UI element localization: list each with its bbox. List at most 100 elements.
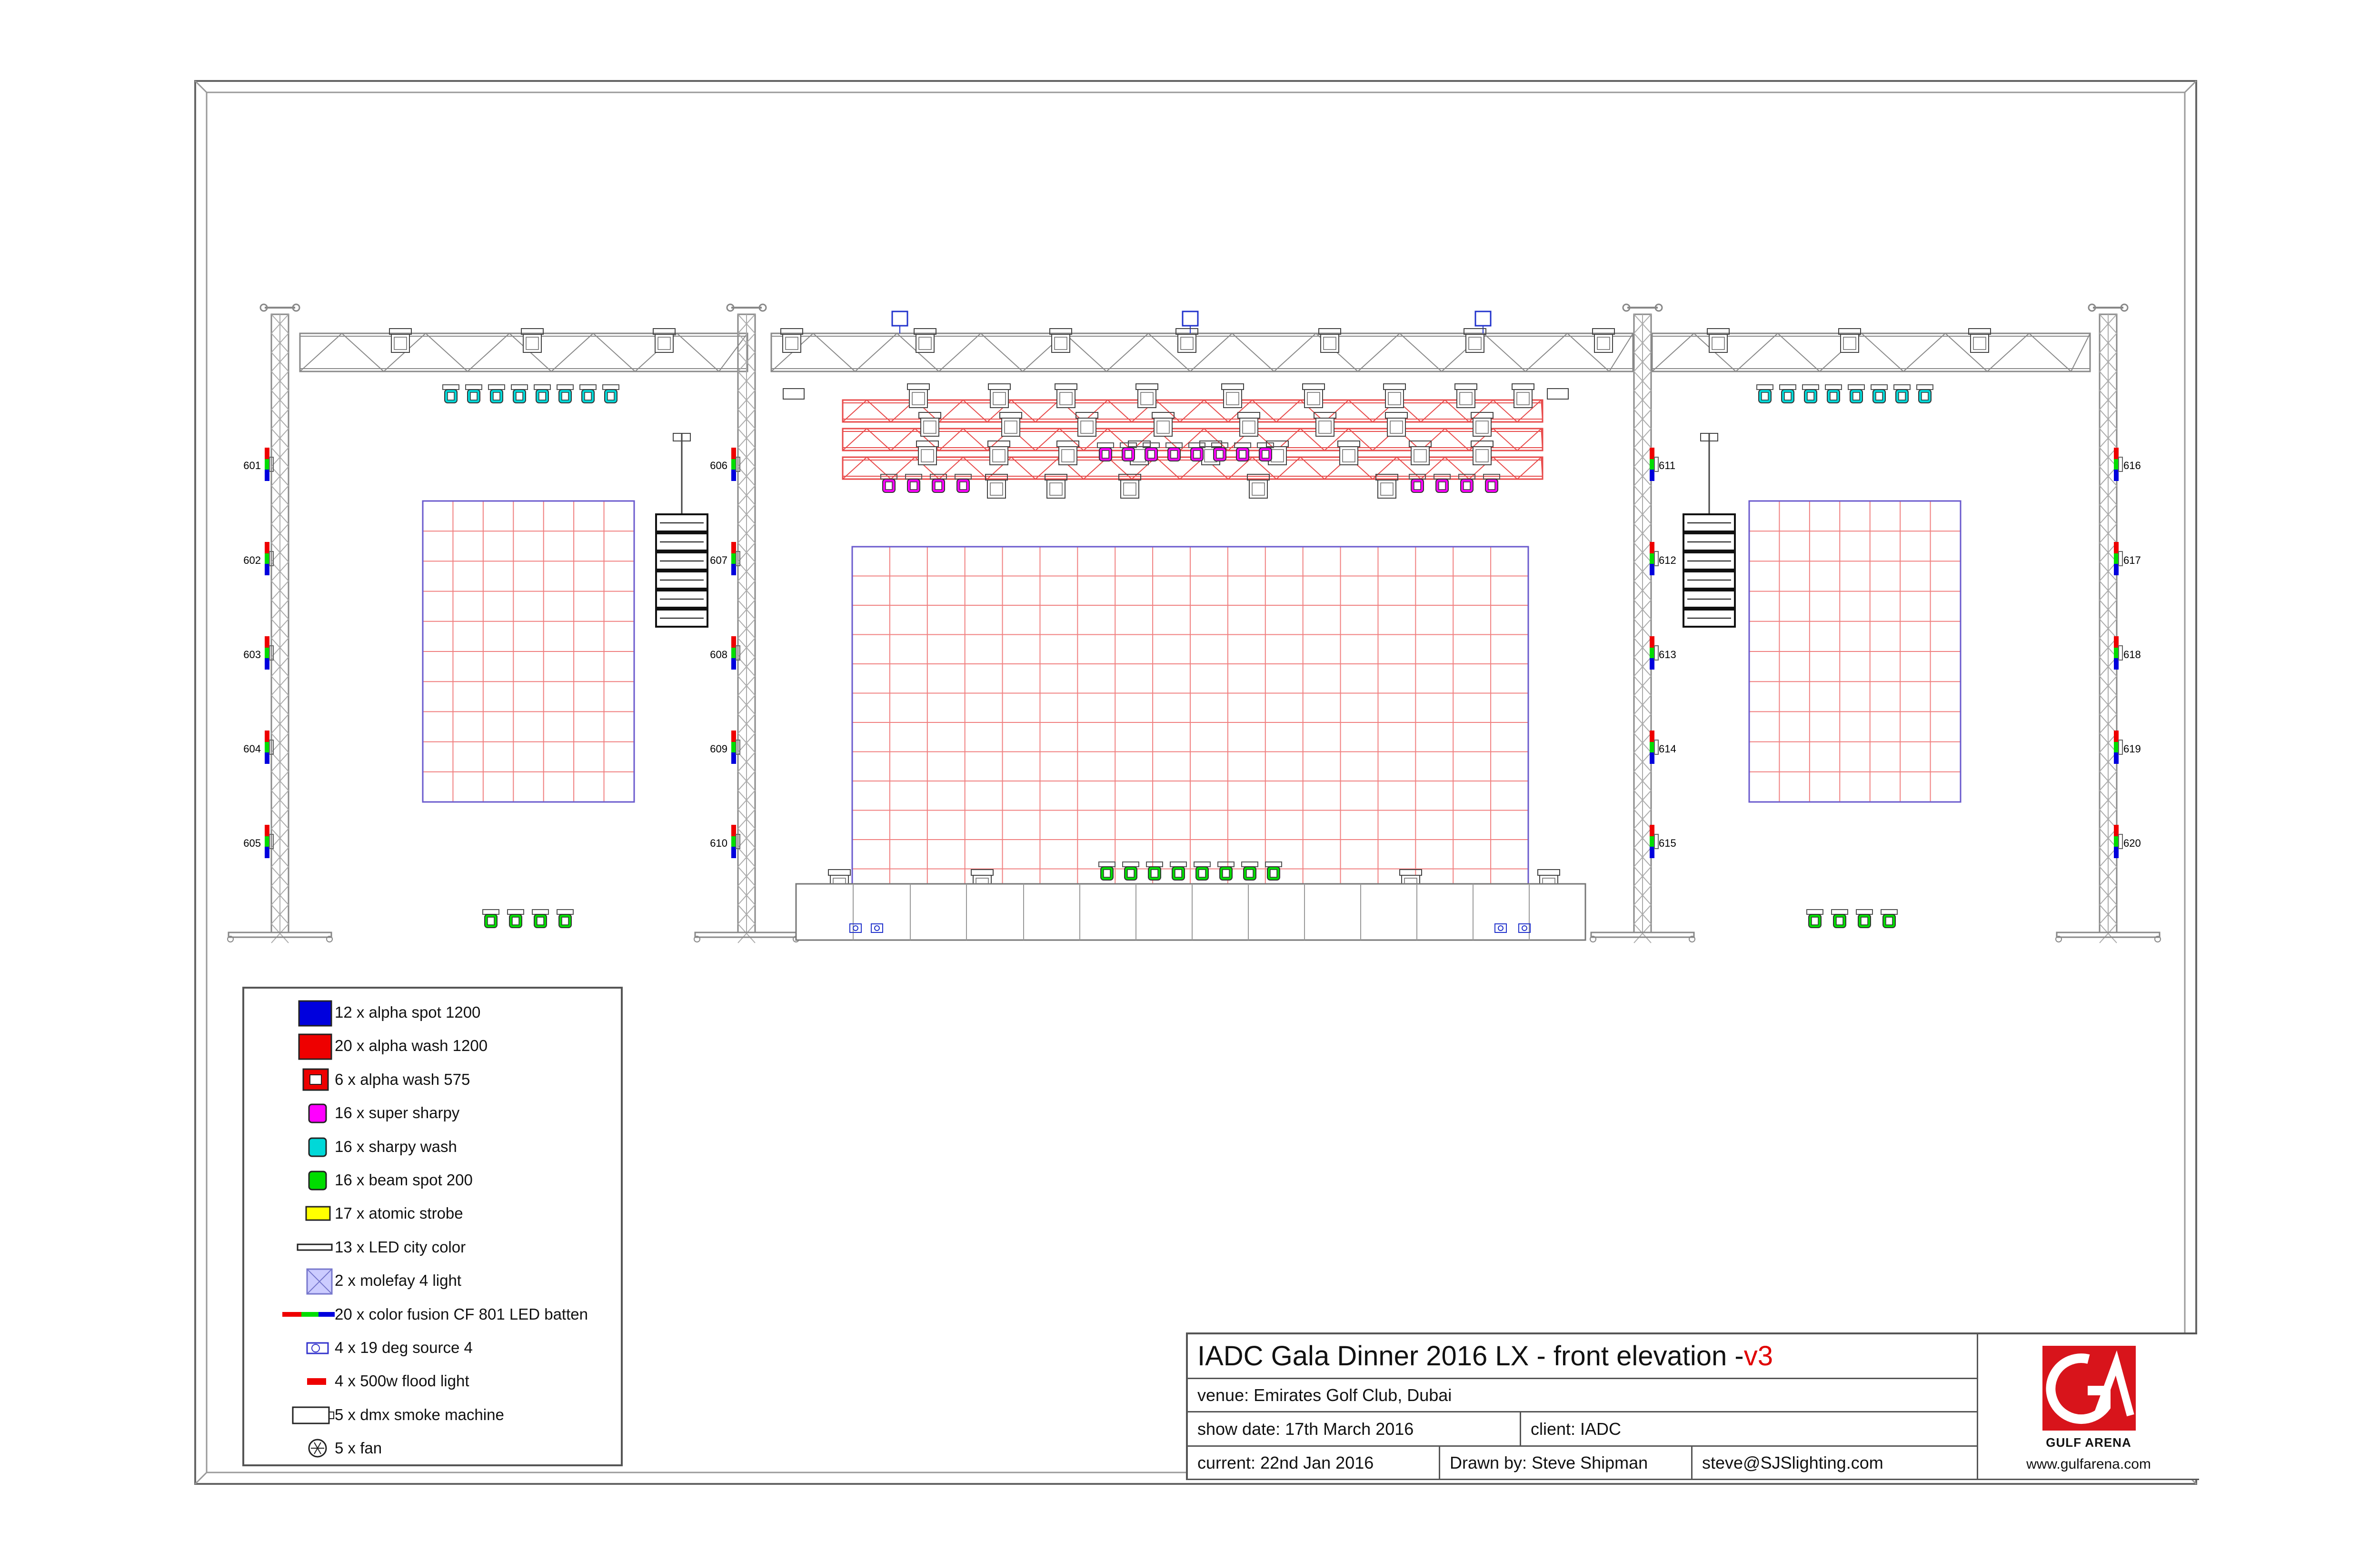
legend-item: 13 x LED city color	[244, 1232, 621, 1262]
legend-label: 5 x fan	[335, 1439, 382, 1457]
vertical-truss	[227, 303, 333, 943]
legend-item: 20 x color fusion CF 801 LED batten	[244, 1299, 621, 1330]
beam-spot	[1241, 861, 1258, 881]
legend-label: 20 x color fusion CF 801 LED batten	[335, 1305, 588, 1323]
legend-item: 16 x sharpy wash	[244, 1131, 621, 1162]
gulf-arena-logo	[2042, 1346, 2136, 1431]
super-sharpy	[1409, 474, 1426, 493]
led-batten-icon	[282, 1312, 335, 1317]
truss-position-label: 602	[243, 554, 261, 566]
alpha-spot	[1471, 441, 1494, 465]
legend-item: 16 x beam spot 200	[244, 1165, 621, 1195]
alpha-wash-1200	[999, 412, 1022, 437]
flown-truss-1	[842, 399, 1544, 423]
smoke-machine-icon	[292, 1406, 334, 1424]
legend-item: 6 x alpha wash 575	[244, 1064, 621, 1095]
beam-spot	[1122, 861, 1139, 881]
legend-label: 5 x dmx smoke machine	[335, 1405, 504, 1423]
legend-symbol	[282, 1433, 335, 1463]
legend-symbol	[282, 1332, 335, 1363]
current-date-text: current: 22nd Jan 2016	[1197, 1452, 1374, 1472]
truss-position-label: 611	[1659, 460, 1675, 471]
super-sharpy	[1434, 474, 1451, 493]
alpha-wash-1200	[918, 412, 941, 437]
super-sharpy-icon	[308, 1103, 327, 1123]
alpha-wash-1200	[1385, 412, 1408, 437]
atomic-strobe	[1547, 388, 1569, 400]
led-city-color	[1464, 328, 1486, 353]
side-screen-right	[1748, 500, 1962, 803]
horizontal-truss	[770, 332, 1634, 372]
legend-label: 12 x alpha spot 1200	[335, 1003, 481, 1021]
atomic-strobe-icon	[305, 1206, 331, 1221]
legend-item: 5 x dmx smoke machine	[244, 1400, 621, 1430]
truss-position-label: 615	[1659, 837, 1676, 849]
alpha-wash-575	[985, 474, 1008, 499]
show-date-cell: show date: 17th March 2016	[1188, 1412, 1521, 1447]
super-sharpy	[1165, 442, 1183, 461]
rigging-point	[891, 310, 908, 333]
venue-text: venue: Emirates Golf Club, Dubai	[1197, 1385, 1452, 1405]
super-sharpy	[1483, 474, 1500, 493]
current-date-cell: current: 22nd Jan 2016	[1188, 1447, 1440, 1480]
legend-symbol	[282, 1299, 335, 1330]
venue-cell: venue: Emirates Golf Club, Dubai	[1188, 1379, 1978, 1412]
legend-symbol	[282, 1232, 335, 1262]
super-sharpy	[1143, 442, 1160, 461]
sharpy-wash	[1825, 384, 1842, 403]
super-sharpy	[1234, 442, 1251, 461]
email-cell: steve@SJSlighting.com	[1693, 1447, 1978, 1480]
alpha-wash-1200	[1055, 383, 1077, 408]
legend-symbol	[282, 1064, 335, 1095]
truss-position-label: 617	[2123, 554, 2141, 566]
speaker-array	[655, 433, 708, 628]
legend-item: 2 x molefay 4 light	[244, 1265, 621, 1296]
source-four	[1494, 923, 1507, 933]
alpha-wash-1200	[1383, 383, 1406, 408]
led-batten	[2114, 731, 2123, 764]
alpha-spot	[1056, 441, 1079, 465]
alpha-wash-575	[1247, 474, 1270, 499]
super-sharpy	[1120, 442, 1137, 461]
led-batten	[2114, 825, 2123, 858]
alpha-spot	[1409, 441, 1432, 465]
truss-position-label: 613	[1659, 649, 1676, 661]
led-city-color	[1592, 328, 1615, 353]
truss-position-label: 608	[710, 649, 727, 661]
alpha-wash-1200	[907, 383, 930, 408]
led-batten	[2114, 542, 2123, 575]
truss-position-label: 604	[243, 743, 261, 755]
sharpy-wash	[488, 384, 505, 403]
sharpy-wash	[1893, 384, 1911, 403]
legend-symbol	[282, 1131, 335, 1162]
alpha-wash-1200	[1075, 412, 1098, 437]
logo-cell: GULF ARENA www.gulfarena.com	[1978, 1334, 2199, 1480]
sheet-border-outer	[194, 80, 2197, 1485]
side-screen-left	[422, 500, 635, 803]
led-batten	[265, 731, 274, 764]
beam-spot	[1806, 909, 1823, 928]
legend-item: 12 x alpha spot 1200	[244, 997, 621, 1028]
super-sharpy	[930, 474, 947, 493]
sharpy-wash	[1916, 384, 1933, 403]
alpha-wash-575	[1118, 474, 1141, 499]
led-city-color	[780, 328, 803, 353]
super-sharpy	[905, 474, 922, 493]
beam-spot	[1098, 861, 1115, 881]
led-city-color	[1968, 328, 1991, 353]
super-sharpy	[1188, 442, 1205, 461]
molefay-icon	[306, 1268, 333, 1295]
led-batten	[265, 636, 274, 670]
email-text: steve@SJSlighting.com	[1702, 1452, 1883, 1472]
led-batten	[1650, 636, 1659, 670]
super-sharpy	[880, 474, 897, 493]
led-batten	[265, 542, 274, 575]
truss-position-label: 618	[2123, 649, 2141, 661]
legend-item: 17 x atomic strobe	[244, 1198, 621, 1229]
vertical-truss	[2055, 303, 2161, 943]
truss-position-label: 614	[1659, 743, 1676, 755]
alpha-wash-575-icon	[302, 1068, 329, 1091]
legend-symbol	[282, 997, 335, 1028]
legend-label: 16 x beam spot 200	[335, 1171, 473, 1189]
legend-item: 16 x super sharpy	[244, 1098, 621, 1128]
